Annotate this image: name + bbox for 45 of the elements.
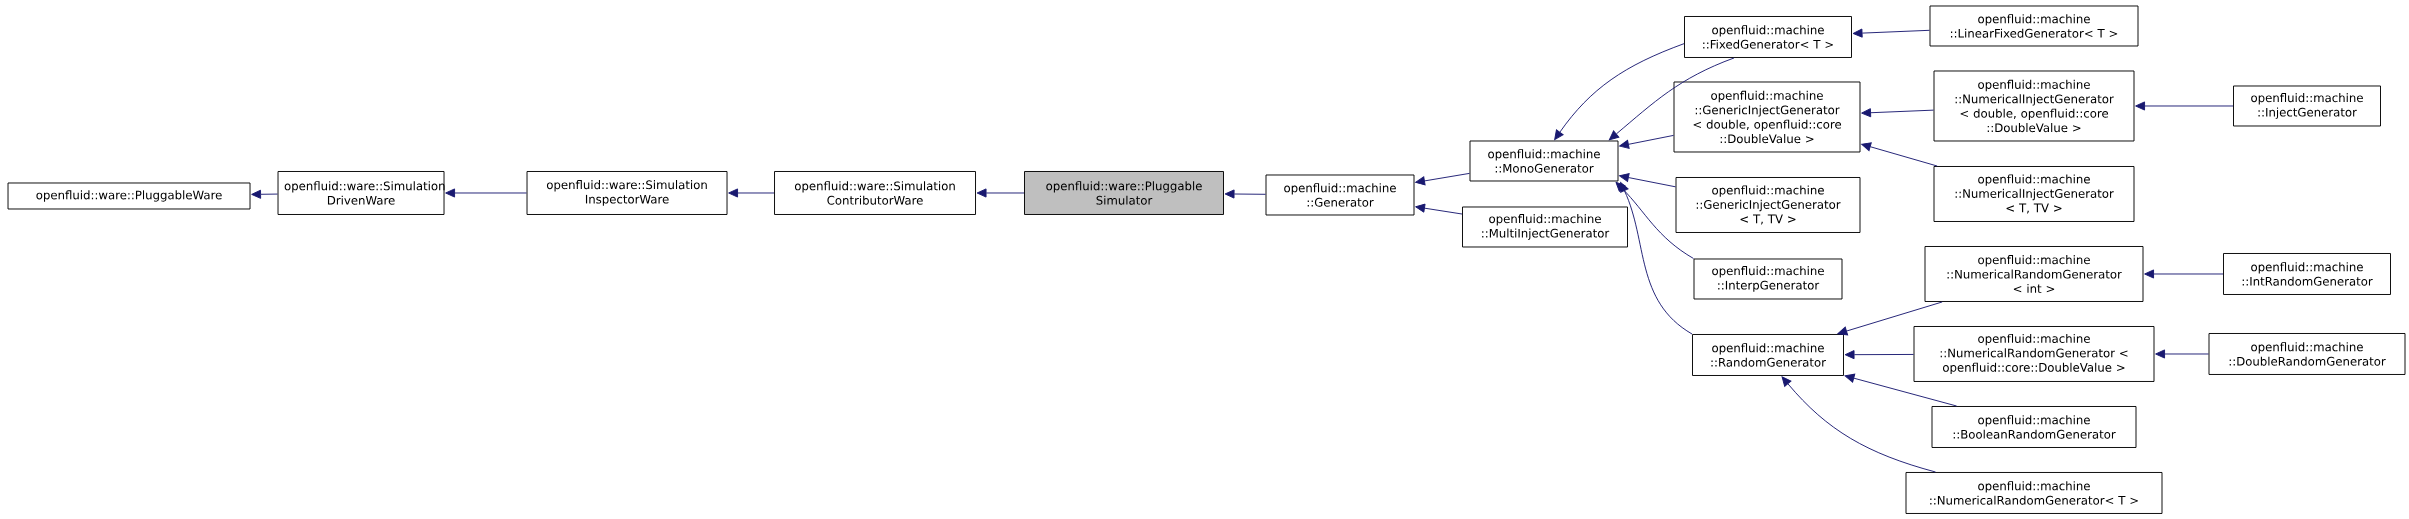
- class-box: openfluid::ware::PluggableWare: [7, 182, 251, 210]
- inheritance-arrow: [2144, 269, 2224, 279]
- inheritance-arrow: [1837, 301, 1943, 336]
- inheritance-arrow: [728, 188, 775, 198]
- class-box: openfluid::machine ::RandomGenerator: [1692, 334, 1844, 376]
- inheritance-arrow: [1844, 350, 1914, 360]
- inheritance-arrow: [2135, 101, 2234, 111]
- inheritance-arrow: [1608, 57, 1735, 141]
- class-box: openfluid::machine ::DoubleRandomGenerator: [2208, 333, 2406, 375]
- class-box: openfluid::machine ::NumericalInjectGenerator < double, openfluid::core ::DoubleValue >: [1933, 70, 2135, 142]
- class-box: openfluid::machine ::InjectGenerator: [2233, 85, 2381, 127]
- inheritance-arrow: [1861, 142, 1938, 167]
- class-box: openfluid::machine ::FixedGenerator< T >: [1684, 16, 1852, 58]
- inheritance-arrow: [1781, 376, 1936, 473]
- class-box: openfluid::machine ::GenericInjectGenerator < T, TV >: [1675, 177, 1861, 233]
- class-box: openfluid::machine ::IntRandomGenerator: [2223, 253, 2391, 295]
- inheritance-arrow: [1852, 28, 1930, 38]
- class-box: openfluid::machine ::NumericalRandomGenerator< T >: [1905, 472, 2163, 514]
- class-box: openfluid::machine ::MonoGenerator: [1469, 140, 1619, 182]
- inheritance-arrow: [1415, 203, 1463, 215]
- class-box: openfluid::machine ::GenericInjectGenerator < double, openfluid::core ::DoubleValue >: [1673, 81, 1861, 153]
- inheritance-arrow: [1554, 43, 1685, 141]
- class-box: openfluid::ware::Simulation ContributorWare: [774, 171, 976, 215]
- inheritance-arrow: [1619, 134, 1674, 149]
- inheritance-arrow: [1619, 173, 1676, 188]
- class-box: openfluid::machine ::NumericalInjectGenerator < T, TV >: [1933, 166, 2135, 222]
- class-box: openfluid::machine ::InterpGenerator: [1693, 258, 1843, 300]
- inheritance-arrow: [1415, 172, 1470, 186]
- class-box: openfluid::machine ::NumericalRandomGenerator < int >: [1924, 246, 2144, 302]
- inheritance-arrow: [1620, 182, 1693, 335]
- class-box: openfluid::machine ::NumericalRandomGenerator < openfluid::core::DoubleValue >: [1913, 326, 2155, 382]
- class-box: openfluid::ware::Pluggable Simulator: [1024, 171, 1224, 215]
- inheritance-arrow: [1861, 108, 1934, 118]
- inheritance-arrow: [976, 188, 1025, 198]
- inheritance-arrow: [445, 188, 527, 198]
- inheritance-arrow: [2155, 349, 2209, 359]
- class-box: openfluid::machine ::Generator: [1265, 174, 1415, 216]
- class-box: openfluid::machine ::LinearFixedGenerator< T >: [1929, 5, 2139, 47]
- inheritance-arrow: [1224, 189, 1266, 199]
- class-box: openfluid::ware::Simulation DrivenWare: [277, 171, 445, 215]
- class-box: openfluid::machine ::MultiInjectGenerator: [1462, 206, 1628, 248]
- class-box: openfluid::machine ::BooleanRandomGenerator: [1931, 406, 2137, 448]
- inheritance-arrow: [251, 189, 279, 199]
- class-box: openfluid::ware::Simulation InspectorWare: [526, 171, 728, 215]
- inheritance-arrow: [1844, 373, 1958, 407]
